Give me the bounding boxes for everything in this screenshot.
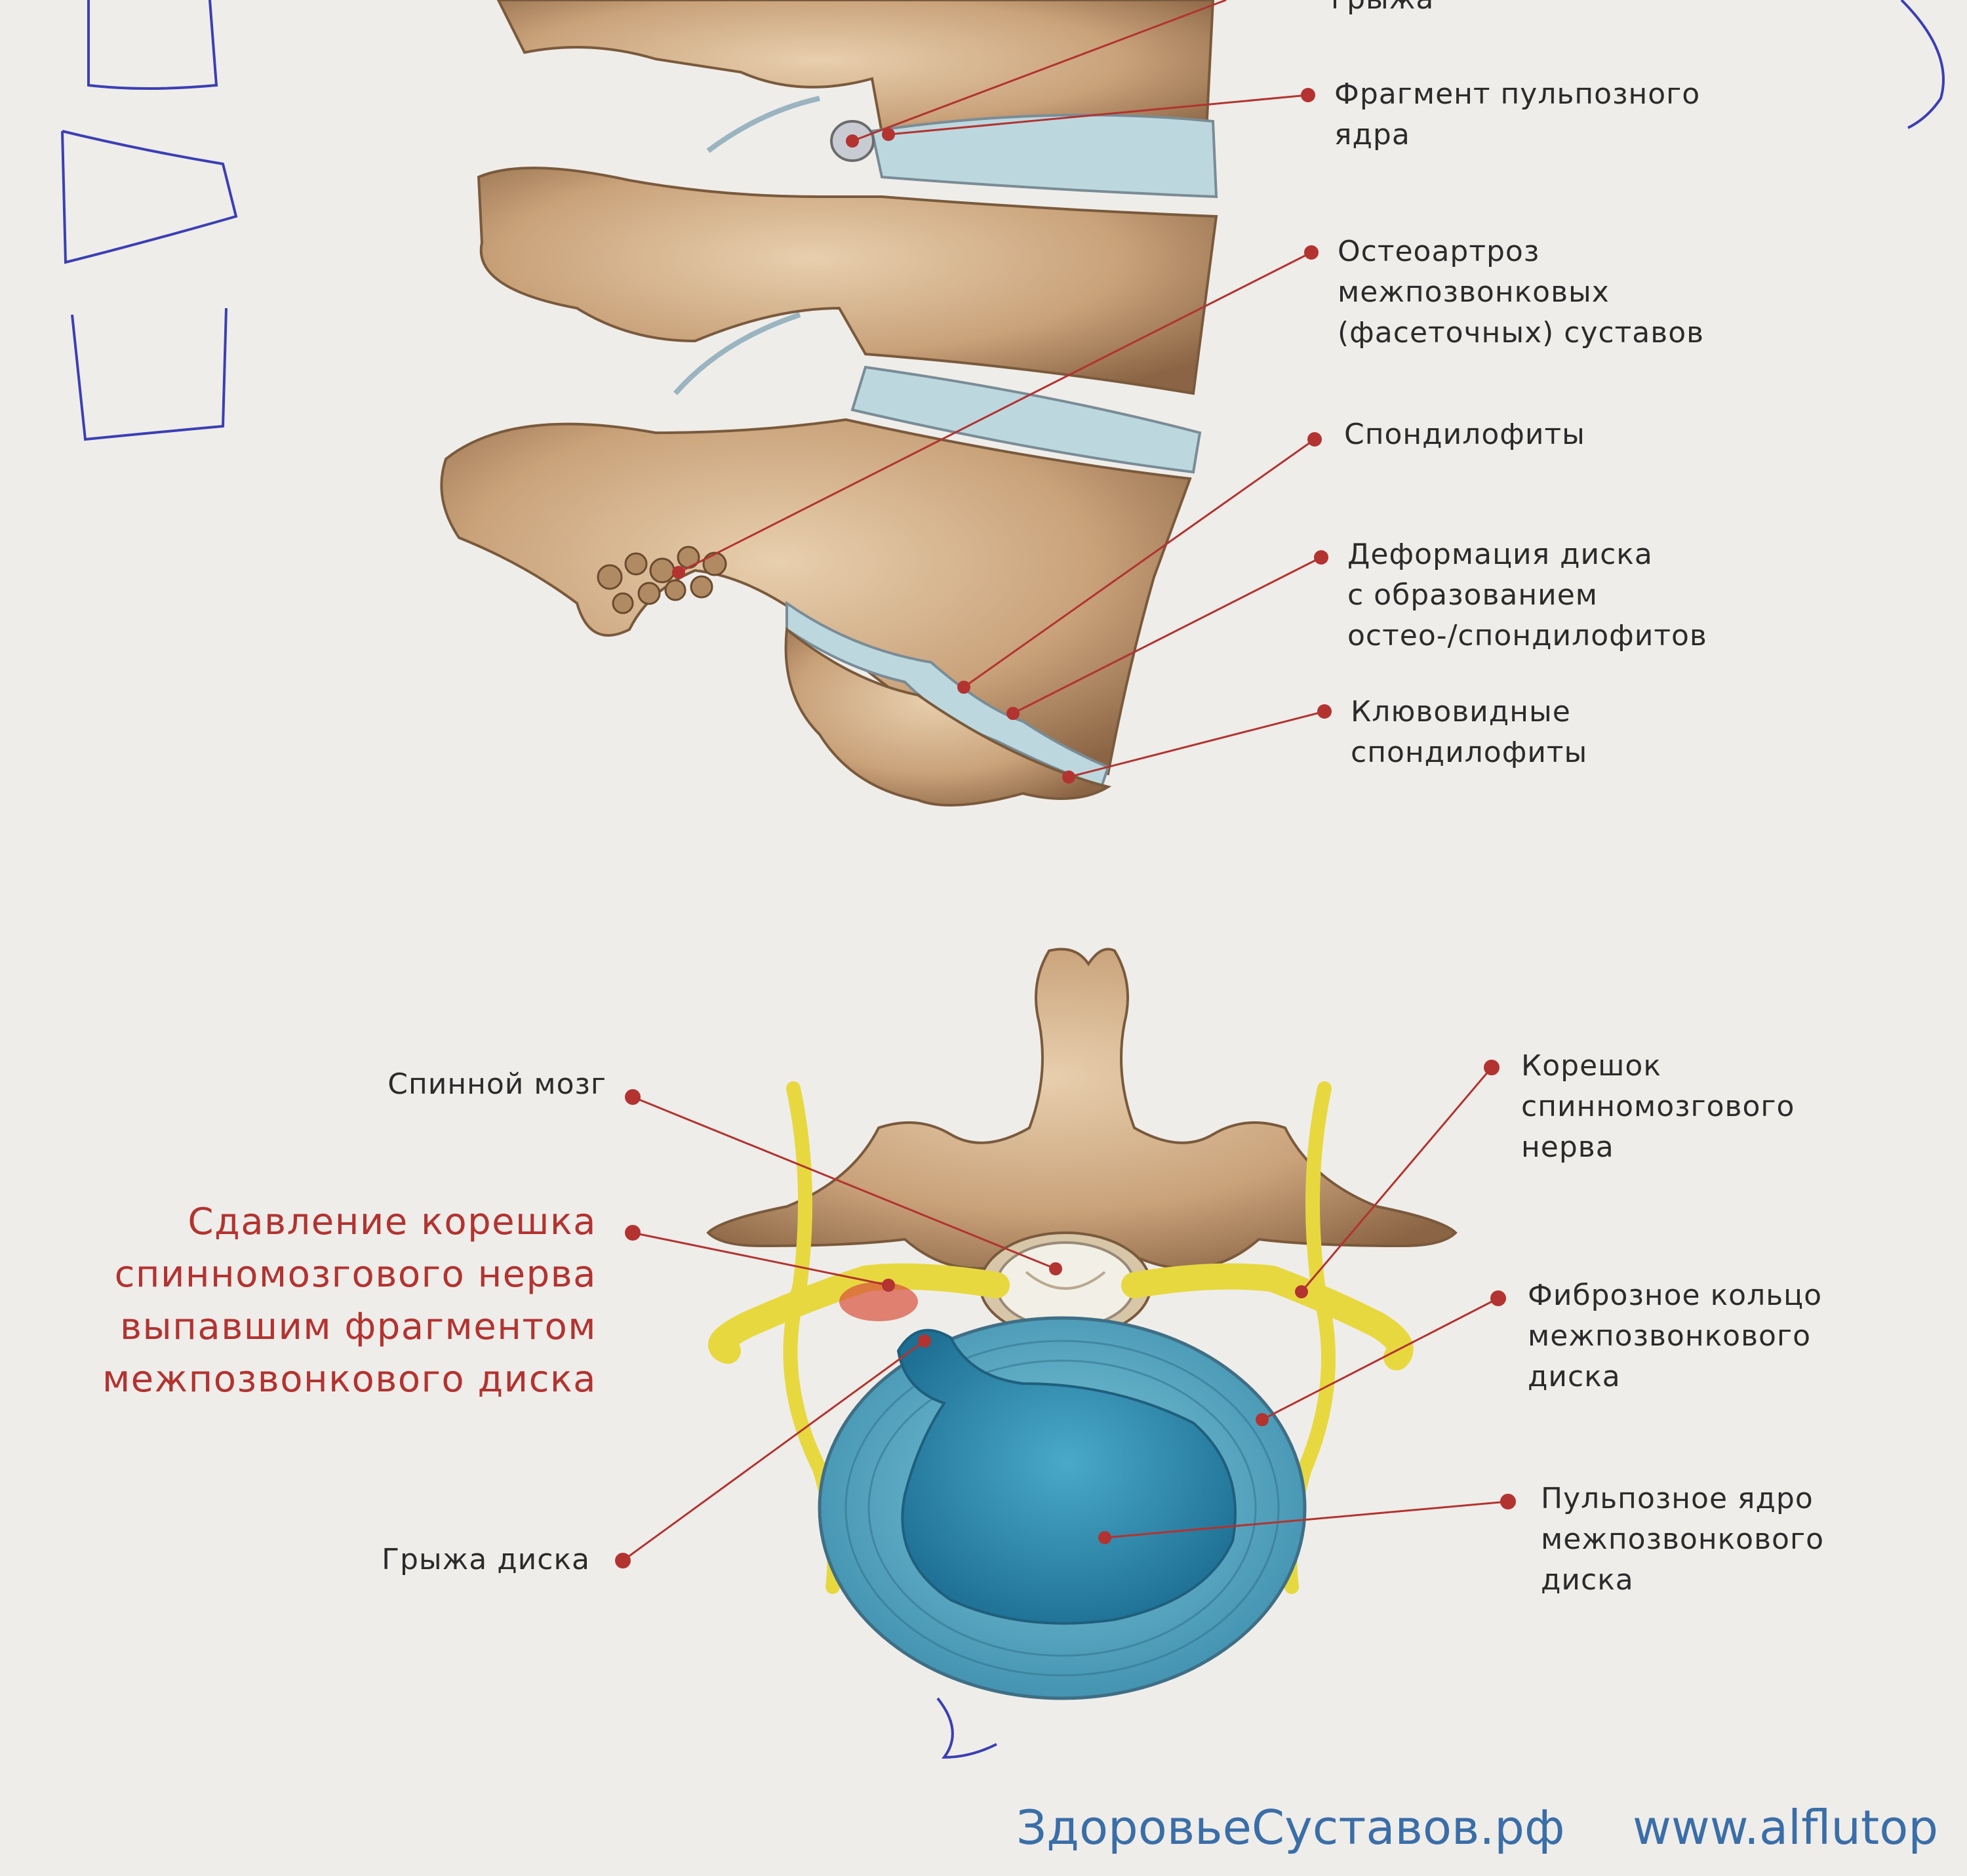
facet-osteophytes [597,546,727,614]
bottom-markers [615,1060,1516,1568]
footer-site-alflutop[interactable]: www.alflutop [1633,1800,1939,1855]
label-hernia-top: грыжа [1331,0,1434,20]
facet-joint-gap-lower [673,312,801,395]
bottom-leader-lines [622,1067,1509,1562]
top-leader-lines [678,0,1325,778]
lumbar-spine-lateral [440,0,1218,807]
annulus-rings [844,1340,1280,1677]
label-disc-hernia: Грыжа диска [382,1543,590,1576]
vertebral-arch [706,948,1458,1270]
spinal-cord-shape [995,1241,1136,1329]
label-annulus: Фиброзное кольцо межпозвонкового диска [1528,1279,1823,1393]
facet-joint-gap-upper [706,96,820,153]
footer-site-zdorovie[interactable]: ЗдоровьеСуставов.рф [1016,1800,1565,1855]
label-nucleus-fragment: Фрагмент пульпозного ядра [1334,77,1701,151]
vertebra-axial-view [706,948,1458,1700]
label-root-compression: Сдавление корешка спинномозгового нерва … [102,1201,597,1401]
root-compression-zone [839,1282,918,1321]
label-facet-osteoarthrosis: Остеоартроз межпозвонковых (фасеточных) … [1338,235,1705,349]
nucleus-pulposus-shape [896,1328,1237,1625]
vertebra-base [784,627,1112,807]
handwritten-sketch [61,0,1945,1759]
label-disc-deformation: Деформация диска с образованием остео-/с… [1347,538,1707,652]
label-nucleus: Пульпозное ядро межпозвонкового диска [1541,1482,1824,1597]
vertebra-middle [477,167,1218,395]
label-beak-spondylophytes: Клювовидные спондилофиты [1351,695,1588,769]
label-nerve-root: Корешок спинномозгового нерва [1521,1049,1795,1164]
top-markers [672,88,1332,784]
label-spinal-cord: Спинной мозг [387,1068,606,1101]
label-spondylophytes: Спондилофиты [1344,418,1585,451]
disc-upper [870,113,1218,199]
